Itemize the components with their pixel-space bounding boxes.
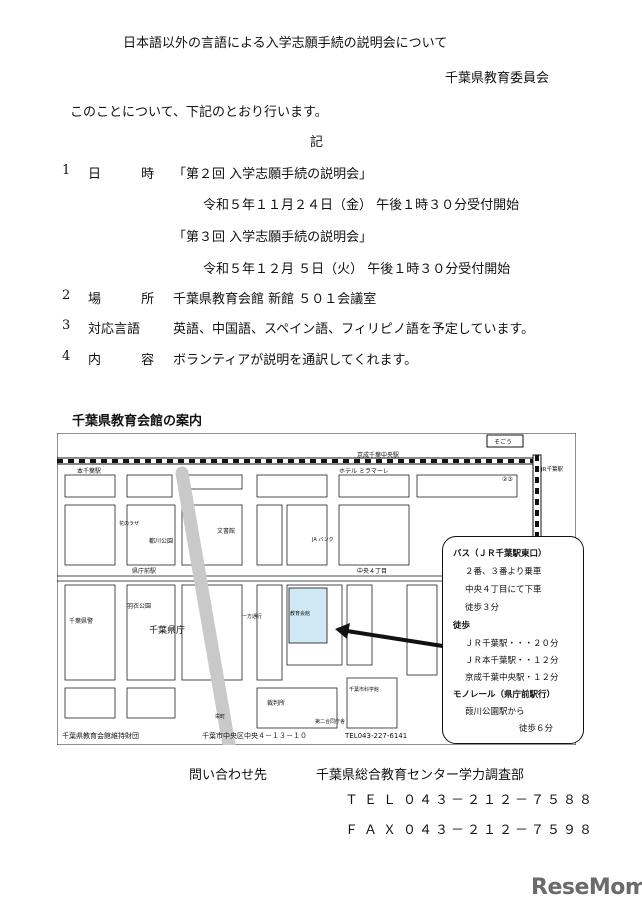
item-label-place: 場 所 (88, 292, 173, 307)
place-text: 千葉県教育会館 新館 ５０１会議室 (173, 292, 377, 307)
tel-label: ＴＥＬ (345, 793, 403, 808)
map-label-bus-stops: ②③ (502, 476, 513, 483)
item-label-content: 内 容 (88, 353, 173, 368)
map-label-sakae: 栄町 (215, 713, 225, 720)
content-text: ボランティアが説明を通訳してくれます。 (173, 353, 418, 368)
map-label-bunka: 文書館 (217, 527, 235, 535)
map-label-hotel: ホテル ミラマーレ (339, 468, 389, 475)
arrow (346, 629, 450, 649)
map-label-kagakukan: 千葉市科学館 (349, 686, 379, 693)
contact-org: 千葉県総合教育センター学力調査部 (316, 768, 525, 783)
map-label-kencho: 千葉県庁 (149, 624, 185, 636)
walk-line-3: 京成千葉中央駅・１２分 (465, 673, 559, 683)
map-label-hagoromo: 羽衣公園 (127, 602, 151, 610)
map-label-kenkei: 千葉県警 (69, 617, 93, 625)
access-info-box: バス（ＪＲ千葉駅東口） ２番、３番より乗車 中央４丁目にて下車 徒歩３分 徒歩 … (442, 536, 584, 744)
map-label-hon-chiba: 本千葉駅 (77, 467, 101, 475)
monorail-line (175, 466, 236, 745)
contact-label: 問い合わせ先 (189, 768, 268, 783)
fax-label: ＦＡＸ (345, 823, 403, 838)
item-label-date: 日 時 (88, 167, 173, 182)
education-hall-building (288, 587, 328, 644)
bus-line-3: 徒歩３分 (465, 603, 500, 613)
bus-heading: バス（ＪＲ千葉駅東口） (453, 549, 547, 559)
session-3-date: 令和５年１２月 ５日（火） 午後１時３０分受付開始 (203, 262, 511, 277)
resemom-logo: ReseMom (531, 875, 642, 900)
map-label-hana: 花のラザ (119, 520, 139, 527)
map-label-saibansho: 裁判所 (267, 699, 285, 707)
item-number: 3 (62, 318, 71, 333)
map-title: 千葉県教育会館の案内 (72, 414, 203, 429)
fax-number: ０４３－２１２－７５９８ (403, 823, 596, 838)
map-label-chuo4: 中央４丁目 (357, 567, 387, 575)
map-label-jr-chiba: JR千葉駅 (540, 465, 563, 473)
monorail-line-2: 徒歩６分 (519, 724, 554, 734)
issuer: 千葉県教育委員会 (445, 71, 550, 86)
map-label-keisei: 京成千葉中央駅 (357, 451, 399, 459)
monorail-line-1: 葭川公園駅から (465, 707, 525, 717)
walk-line-2: ＪＲ本千葉駅・・１２分 (465, 656, 559, 666)
bus-line-2: 中央４丁目にて下車 (465, 585, 542, 595)
map-label-kencho-st: 県庁前駅 (132, 567, 156, 575)
ki-heading: 記 (310, 135, 324, 150)
tel-number: ０４３－２１２－７５８８ (403, 793, 596, 808)
session-3-title: 「第３回 入学志願手続の説明会」 (173, 230, 373, 245)
map-label-ichiban: 一方通行 (242, 613, 262, 620)
session-2-title: 「第２回 入学志願手続の説明会」 (173, 167, 373, 182)
walk-line-1: ＪＲ千葉駅・・・２０分 (465, 639, 559, 649)
item-number: 4 (62, 349, 71, 364)
monorail-heading: モノレール（県庁前駅行） (453, 690, 556, 700)
map-label-sogo: そごう (494, 438, 512, 446)
item-number: 1 (62, 163, 71, 178)
document-title: 日本語以外の言語による入学志願手続の説明会について (123, 36, 448, 51)
item-label-lang: 対応言語 (88, 322, 141, 337)
map-label-ja-bank: JA バンク (311, 537, 334, 543)
item-number: 2 (62, 288, 71, 303)
language-text: 英語、中国語、スペイン語、フィリピノ語を予定しています。 (173, 322, 535, 337)
bus-line-1: ２番、３番より乗車 (465, 567, 542, 577)
map-label-miyako: 都川公園 (149, 537, 173, 545)
railway-line (57, 454, 542, 576)
map-tel: TEL043-227-6141 (344, 732, 407, 740)
map-label-gojo: 第二合同庁舎 (315, 718, 345, 725)
map-address: 千葉市中央区中央４－１３－１０ (202, 731, 307, 740)
map-label-kaikan: 教育会館 (290, 610, 310, 617)
intro-text: このことについて、下記のとおり行います。 (70, 105, 328, 120)
map-foundation: 千葉県教育会館維持財団 (62, 731, 139, 740)
walk-heading: 徒歩 (453, 621, 471, 631)
session-2-date: 令和５年１１月２４日（金） 午後１時３０分受付開始 (203, 198, 520, 213)
